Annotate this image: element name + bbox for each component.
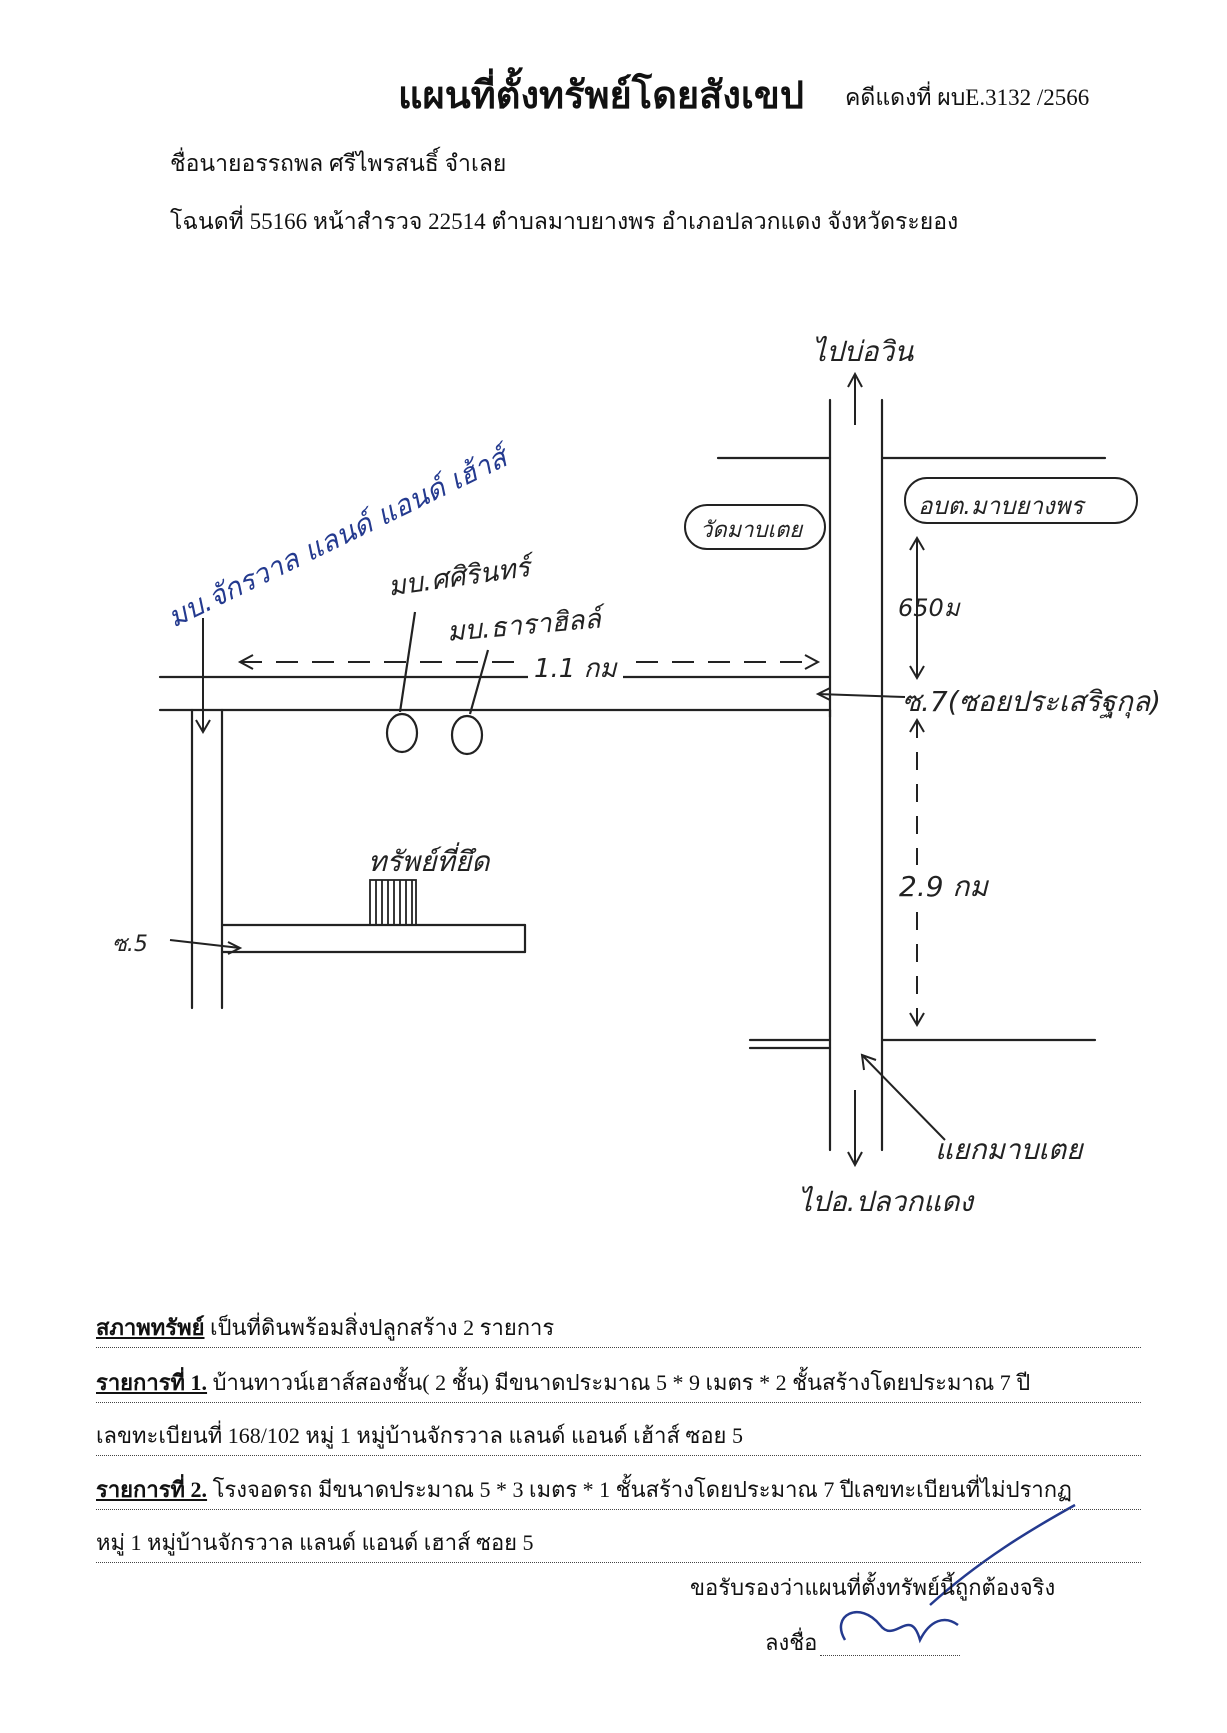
item2-text: โรงจอดรถ มีขนาดประมาณ 5 * 3 เมตร * 1 ชั้… — [207, 1477, 1072, 1502]
item1-text: บ้านทาวน์เฮาส์สองชั้น( 2 ชั้น) มีขนาดประ… — [207, 1370, 1031, 1395]
item1-reg: เลขทะเบียนที่ 168/102 หมู่ 1 หมู่บ้านจัก… — [96, 1423, 743, 1448]
detail-line-item1: รายการที่ 1. บ้านทาวน์เฮาส์สองชั้น( 2 ชั… — [96, 1365, 1141, 1403]
label-soi5: ซ.5 — [112, 932, 148, 957]
signature-mark — [839, 1503, 1076, 1644]
temple-box — [684, 504, 826, 550]
label-soi7: ซ.7(ซอยประเสริฐกุล) — [902, 685, 1161, 718]
label-temple: วัดมาบเตย — [700, 518, 803, 543]
label-seized-property: ทรัพย์ที่ยึด — [368, 845, 490, 878]
detail-line-condition: สภาพทรัพย์ เป็นที่ดินพร้อมสิ่งปลูกสร้าง … — [96, 1310, 1141, 1348]
detail-line-item2-reg: หมู่ 1 หมู่บ้านจักรวาล แลนด์ แอนด์ เฮาส์… — [96, 1525, 1141, 1563]
label-junction: แยกมาบเตย — [935, 1133, 1083, 1166]
label-distance-650: 650ม — [898, 594, 960, 622]
deed-info: โฉนดที่ 55166 หน้าสำรวจ 22514 ตำบลมาบยาง… — [170, 209, 959, 234]
item2-reg: หมู่ 1 หมู่บ้านจักรวาล แลนด์ แอนด์ เฮาส์… — [96, 1530, 534, 1555]
label-north-destination: ไปบ่อวิน — [812, 335, 914, 368]
detail-line-item1-reg: เลขทะเบียนที่ 168/102 หมู่ 1 หมู่บ้านจัก… — [96, 1418, 1141, 1456]
detail-line-item2: รายการที่ 2. โรงจอดรถ มีขนาดประมาณ 5 * 3… — [96, 1472, 1141, 1510]
label-distance-soi: 1.1 กม — [528, 648, 623, 689]
item2-label: รายการที่ 2. — [96, 1477, 208, 1502]
signature-line — [820, 1655, 960, 1656]
page-title: แผนที่ตั้งทรัพย์โดยสังเขป — [398, 75, 804, 117]
signature-label: ลงชื่อ — [765, 1630, 818, 1655]
owner-name: ชื่อนายอรรถพล ศรีไพรสนธิ์ จำเลย — [170, 151, 507, 176]
label-south-destination: ไปอ.ปลวกแดง — [798, 1185, 974, 1218]
condition-text: เป็นที่ดินพร้อมสิ่งปลูกสร้าง 2 รายการ — [204, 1315, 555, 1340]
condition-label: สภาพทรัพย์ — [96, 1315, 205, 1340]
item1-label: รายการที่ 1. — [96, 1370, 208, 1395]
seized-property-marker — [369, 879, 417, 926]
case-number: คดีแดงที่ ผบE.3132 /2566 — [845, 85, 1090, 110]
label-obt: อบต.มาบยางพร — [918, 492, 1084, 520]
label-distance-29: 2.9 กม — [895, 865, 992, 909]
certification-text: ขอรับรองว่าแผนที่ตั้งทรัพย์นี้ถูกต้องจริ… — [690, 1575, 1056, 1600]
obt-box — [904, 477, 1138, 524]
